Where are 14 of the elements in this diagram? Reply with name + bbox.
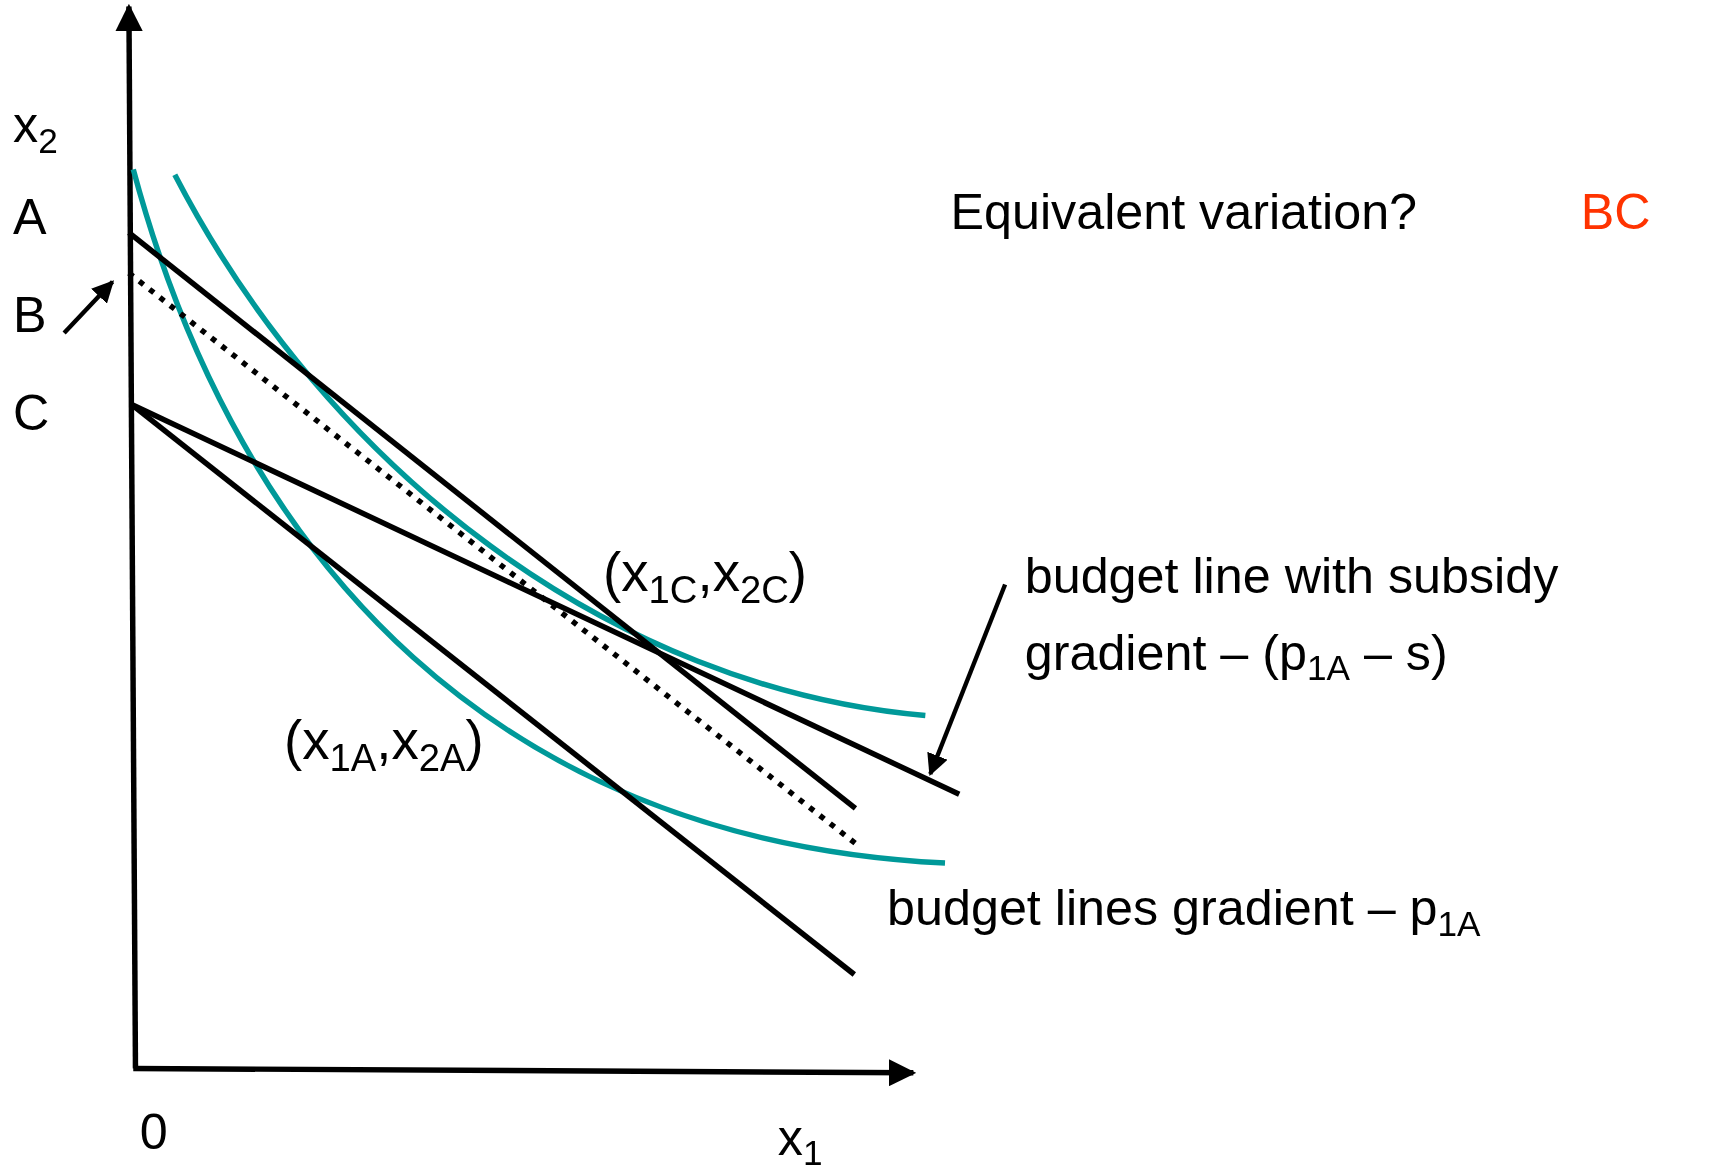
- axis-label: x$_{2}$: [13, 96, 58, 162]
- intercept-label: C: [13, 384, 50, 443]
- intercept-label: A: [13, 187, 47, 246]
- axis-label: x$_{1}$: [777, 1108, 823, 1172]
- origin-label: 0: [139, 1103, 168, 1162]
- arrow: [62, 280, 115, 335]
- point-label: (x$_{1C}$,x$_{2C}$): [603, 541, 808, 612]
- annotation-text: budget lines gradient – p$_{1A}$: [887, 879, 1481, 945]
- point-label: (x$_{1A}$,x$_{2A}$): [284, 710, 484, 780]
- annotation-text: budget line with subsidy gradient – (p$_{1A}$ – s): [1024, 537, 1713, 707]
- answer-text: BC: [1580, 183, 1651, 242]
- intercept-label: B: [13, 286, 47, 344]
- arrow: [927, 583, 1008, 777]
- question-text: Equivalent variation?: [950, 183, 1418, 242]
